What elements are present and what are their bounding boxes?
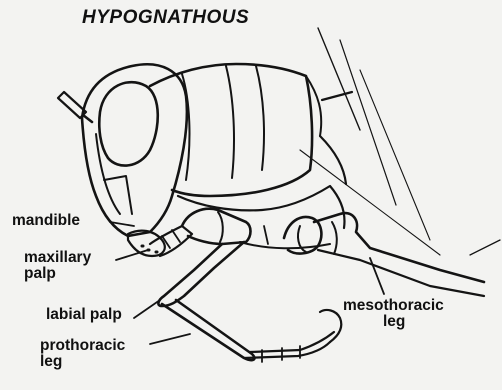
label-labial-palp: labial palp [46,307,122,323]
antenna-stalk [83,115,92,122]
label-mesothoracic-leg-line1: mesothoracic [343,298,444,314]
label-mesothoracic-leg: mesothoracic leg [343,298,444,331]
pronotum-groove [226,66,234,178]
sternum-line [264,226,268,244]
wing-line [470,240,500,255]
label-maxillary-palp-line2: palp [24,266,91,282]
prothoracic-coxa-ring [218,212,223,242]
wing-line [340,40,396,205]
mesothoracic-joint [332,222,337,254]
labial-palp-leader [134,300,160,318]
label-prothoracic-leg-line1: prothoracic [40,338,125,354]
wing-line [360,70,430,240]
clypeus-line [104,176,132,214]
claw [320,310,341,342]
label-maxillary-palp-line1: maxillary [24,250,91,266]
mesothoracic-femur [314,213,484,282]
prothoracic-leg-leader [150,334,190,344]
thorax-body [320,136,346,184]
tarsus-segment [262,346,300,362]
diagram-title: HYPOGNATHOUS [82,8,249,28]
label-prothoracic-leg-line2: leg [40,354,125,370]
pronotum [150,64,312,196]
mesothoracic-leg-leader [370,258,384,294]
label-mandible: mandible [12,213,80,229]
prothoracic-tarsus [244,332,334,358]
pronotum-groove [256,66,264,170]
label-mesothoracic-leg-line2: leg [343,314,444,330]
label-prothoracic-leg: prothoracic leg [40,338,125,371]
label-maxillary-palp: maxillary palp [24,250,91,283]
prothoracic-coxa [182,209,251,244]
compound-eye [99,82,157,165]
prothoracic-tibia [162,300,254,360]
